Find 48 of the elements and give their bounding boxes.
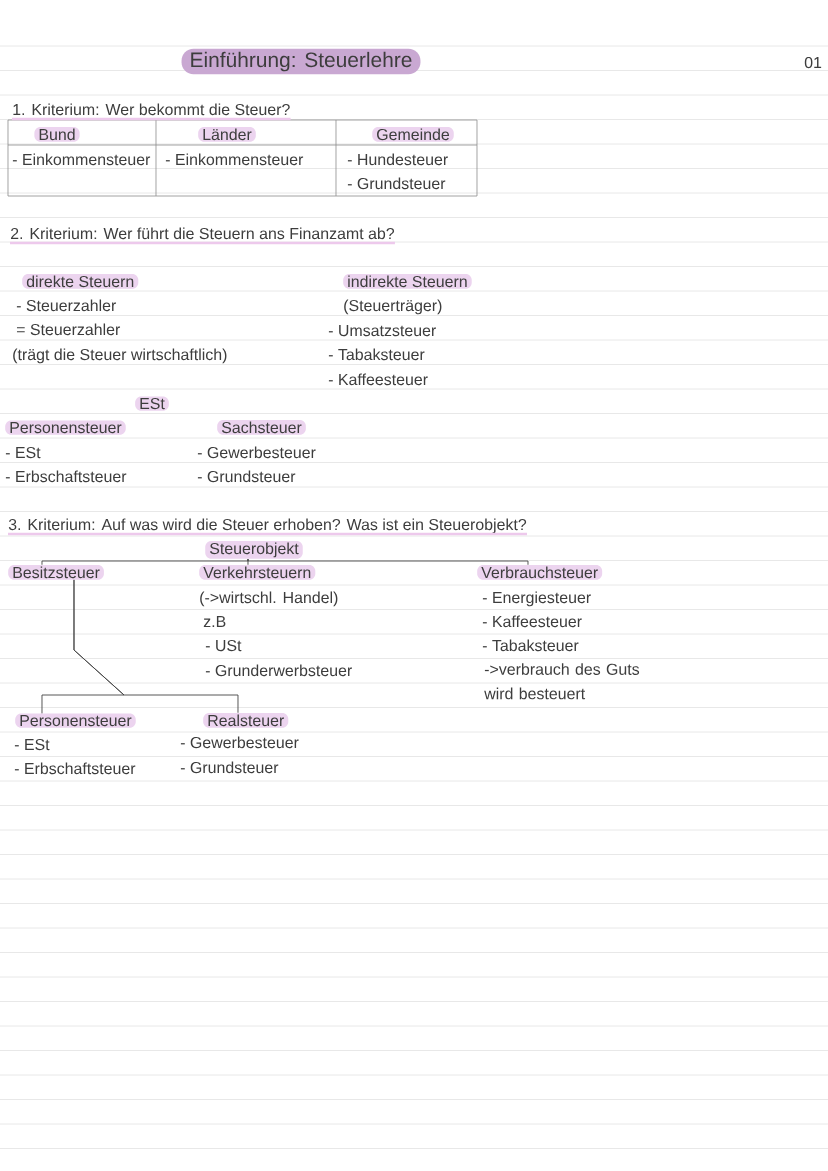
column-header: Länder	[198, 126, 256, 142]
list-item: - Grundsteuer	[197, 470, 296, 483]
title: Einführung: Steuerlehre	[181, 48, 421, 75]
highlighted-term: Besitzsteuer	[8, 564, 104, 580]
connector-line	[41, 558, 249, 566]
column-header: Gemeinde	[372, 126, 454, 142]
list-item: - ESt	[5, 446, 41, 459]
highlighted-term: Personensteuer	[5, 420, 126, 435]
table-cell: - Einkommensteuer	[12, 153, 151, 166]
note-text: (trägt die Steuer wirtschaftlich)	[13, 348, 227, 364]
list-item: = Steuerzahler	[17, 323, 121, 336]
section-heading: 1. Kriterium: Wer bekommt die Steuer?	[12, 103, 291, 121]
list-item: - Umsatzsteuer	[328, 325, 436, 337]
list-item: - Gewerbesteuer	[180, 736, 299, 749]
highlighted-term: Verbrauchsteuer	[477, 564, 603, 580]
connector-line	[247, 558, 529, 566]
highlighted-term: Personensteuer	[15, 713, 136, 728]
highlighted-term: Sachsteuer	[217, 419, 306, 435]
highlighted-term: Verkehrsteuern	[199, 564, 316, 580]
list-item: - Tabaksteuer	[328, 348, 425, 361]
list-item: - Grunderwerbsteuer	[205, 664, 352, 677]
table-cell: - Einkommensteuer	[165, 153, 304, 166]
list-item: - Grundsteuer	[180, 761, 279, 774]
highlighted-term: direkte Steuern	[22, 273, 139, 289]
highlighted-term: Steuerobjekt	[205, 540, 303, 559]
note-text: (Steuerträger)	[344, 299, 442, 315]
list-item: - Gewerbesteuer	[197, 446, 316, 459]
column-header: Bund	[34, 126, 80, 142]
connector-line	[73, 579, 239, 714]
list-item: - Kaffeesteuer	[482, 615, 582, 628]
highlighted-term: indirekte Steuern	[343, 273, 472, 289]
list-item: - Tabaksteuer	[482, 639, 579, 652]
note-text: ->verbrauch des Guts wird besteuert	[484, 663, 640, 700]
list-item: - USt	[205, 639, 242, 652]
list-item: - Kaffeesteuer	[328, 373, 428, 386]
list-item: - Energiesteuer	[482, 591, 591, 607]
list-item: - Erbschaftsteuer	[5, 470, 127, 483]
section-heading: 2. Kriterium: Wer führt die Steuern ans Finanzamt ab?	[10, 227, 395, 245]
highlighted-term: ESt	[135, 396, 169, 411]
section-heading: 3. Kriterium: Auf was wird die Steuer erhoben? Was ist ein Steuerobjekt?	[8, 518, 527, 536]
note-text: z.B	[203, 616, 226, 627]
page-number: 01	[804, 56, 822, 69]
note-text: (->wirtschl. Handel)	[200, 591, 338, 607]
list-item: - Steuerzahler	[16, 299, 117, 312]
list-item: - ESt	[14, 738, 50, 751]
table-cell: - Grundsteuer	[347, 177, 446, 190]
highlighted-term: Realsteuer	[203, 712, 289, 728]
list-item: - Erbschaftsteuer	[14, 762, 136, 775]
